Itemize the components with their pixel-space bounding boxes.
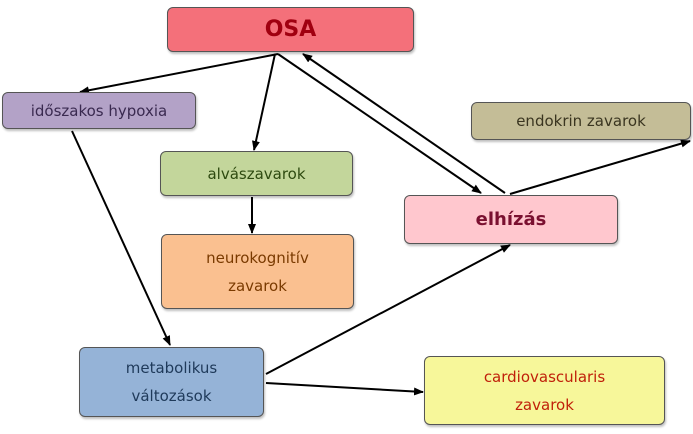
arrow-osa-hypoxia xyxy=(79,53,279,95)
arrow-metabolikus-elhizas xyxy=(265,244,511,375)
arrow-osa-elhizas xyxy=(277,53,482,194)
arrow-elhizas-endokrin xyxy=(509,139,691,195)
arrow-hypoxia-metabolikus xyxy=(71,130,171,346)
node-neurokognitiv-zavarok: neurokognitív zavarok xyxy=(161,234,354,309)
node-endokrin-zavarok: endokrin zavarok xyxy=(471,102,691,140)
node-cardiovascularis-zavarok: cardiovascularis zavarok xyxy=(424,356,665,425)
node-idoszakos-hypoxia: időszakos hypoxia xyxy=(2,92,196,129)
node-elhizas: elhízás xyxy=(404,195,618,244)
node-alvaszavarok: alvászavarok xyxy=(160,151,353,196)
arrow-metabolikus-cardiovascularis xyxy=(265,382,424,396)
arrow-osa-alvaszavarok xyxy=(252,53,276,151)
node-osa: OSA xyxy=(167,7,414,52)
node-metabolikus-valtozasok: metabolikus változások xyxy=(79,347,264,417)
arrow-elhizas-osa xyxy=(302,53,506,194)
